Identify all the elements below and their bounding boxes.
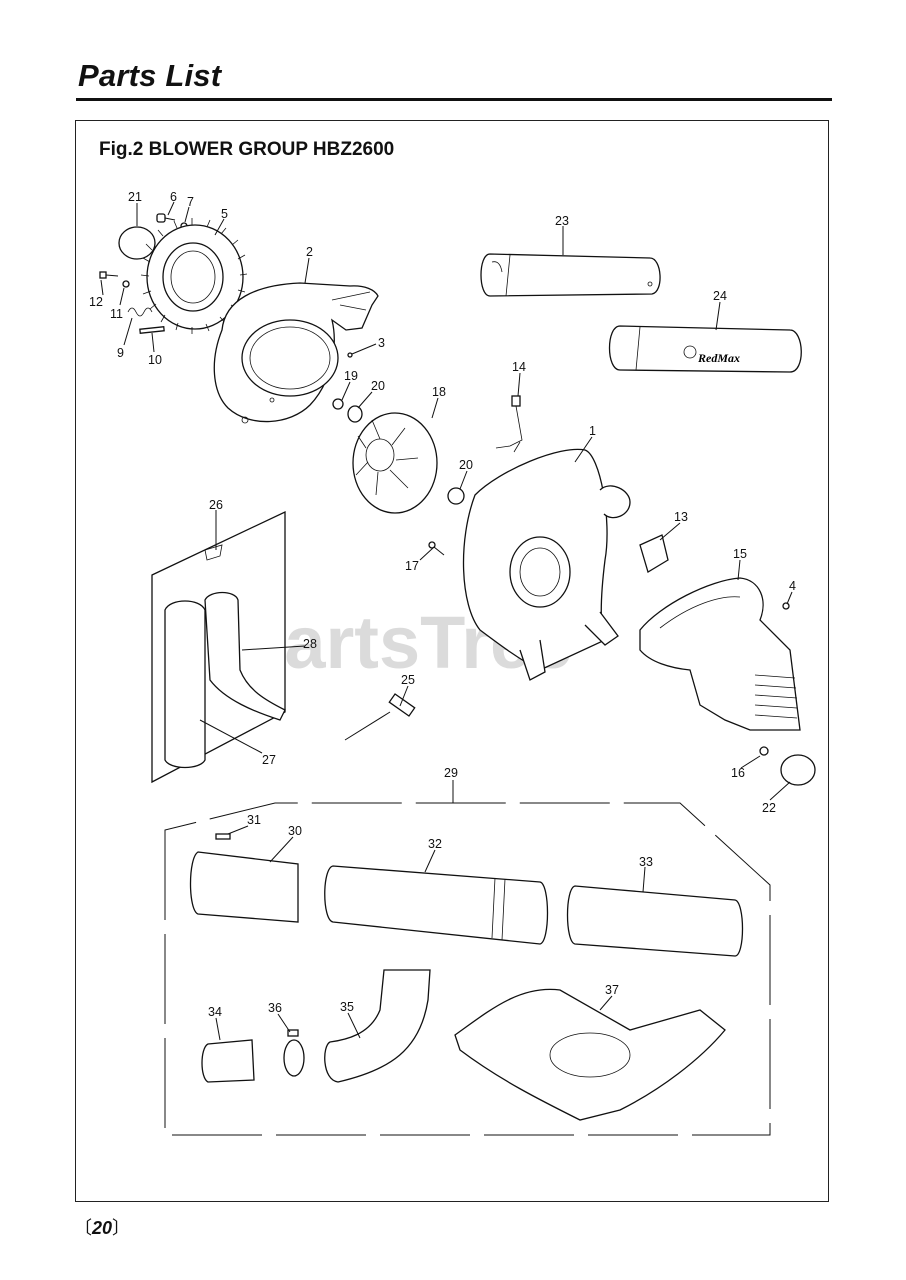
- part-4-screw: [782, 602, 790, 610]
- callout-26: 26: [209, 498, 223, 512]
- part-36-clamp: [283, 1029, 305, 1077]
- callout-18: 18: [432, 385, 446, 399]
- page-title: Parts List: [78, 58, 222, 93]
- callout-30: 30: [288, 824, 302, 838]
- callout-13: 13: [674, 510, 688, 524]
- title-rule: [76, 98, 832, 101]
- part-3-screw: [347, 352, 353, 358]
- part-20-washer-a: [347, 405, 363, 423]
- callout-23: 23: [555, 214, 569, 228]
- callout-29: 29: [444, 766, 458, 780]
- part-27-tube: [164, 600, 206, 769]
- callout-35: 35: [340, 1000, 354, 1014]
- callout-10: 10: [148, 353, 162, 367]
- callout-19: 19: [344, 369, 358, 383]
- part-1-main-housing: [462, 448, 631, 681]
- part-12-bolt: [99, 271, 119, 279]
- callout-14: 14: [512, 360, 526, 374]
- part-29-kit-outline: [164, 802, 771, 1136]
- callout-25: 25: [401, 673, 415, 687]
- callout-3: 3: [378, 336, 385, 350]
- part-15-handle-cover: [639, 577, 801, 731]
- callout-36: 36: [268, 1001, 282, 1015]
- part-22-label: [780, 754, 816, 786]
- callout-22: 22: [762, 801, 776, 815]
- part-35-elbow: [324, 969, 431, 1083]
- callout-16: 16: [731, 766, 745, 780]
- part-28-elbow: [204, 591, 286, 721]
- redmax-logo: RedMax: [697, 351, 740, 365]
- callout-17: 17: [405, 559, 419, 573]
- part-19-nut: [332, 398, 344, 410]
- callout-20a: 20: [371, 379, 385, 393]
- part-24-nozzle: RedMax: [608, 325, 802, 373]
- callout-9: 9: [117, 346, 124, 360]
- part-14-wire: [495, 395, 523, 453]
- part-31-screw: [215, 833, 231, 840]
- part-34-coupler: [201, 1039, 255, 1083]
- callout-4: 4: [789, 579, 796, 593]
- page-number-open: 〔: [74, 1218, 92, 1238]
- callout-7: 7: [187, 195, 194, 209]
- part-10-pin: [139, 326, 165, 334]
- part-6-screw: [156, 213, 176, 223]
- part-32-tube: [324, 865, 549, 945]
- callout-21: 21: [128, 190, 142, 204]
- callout-32: 32: [428, 837, 442, 851]
- callout-34: 34: [208, 1005, 222, 1019]
- callout-6: 6: [170, 190, 177, 204]
- part-33-tube: [566, 885, 744, 957]
- callout-37: 37: [605, 983, 619, 997]
- page-number-close: 〕: [112, 1218, 131, 1238]
- leader-lines: [100, 201, 793, 1041]
- callout-5: 5: [221, 207, 228, 221]
- part-18-impeller: [352, 412, 438, 514]
- part-30-adapter: [189, 851, 299, 923]
- callout-28: 28: [303, 637, 317, 651]
- part-13-clip: [639, 534, 669, 573]
- part-25-wrench: [344, 693, 416, 741]
- callout-27: 27: [262, 753, 276, 767]
- callout-15: 15: [733, 547, 747, 561]
- part-23-pipe: [480, 253, 661, 297]
- callout-33: 33: [639, 855, 653, 869]
- callout-12: 12: [89, 295, 103, 309]
- callout-31: 31: [247, 813, 261, 827]
- page-number-value: 20: [92, 1218, 113, 1238]
- part-2-fan-housing: [213, 282, 379, 424]
- part-11-washer: [122, 280, 130, 288]
- callout-labels: 21 6 7 5 2 23 24 12 11 9 10 3 19 20 18 1…: [89, 190, 796, 1019]
- part-5-starter-housing: [140, 218, 248, 334]
- callout-11: 11: [110, 307, 123, 321]
- part-16-screw: [759, 746, 769, 756]
- figure-title: Fig.2 BLOWER GROUP HBZ2600: [99, 139, 395, 160]
- callout-24: 24: [713, 289, 727, 303]
- part-9-spring: [127, 307, 153, 317]
- part-37-bag: [454, 988, 726, 1121]
- page-number: 〔20〕: [74, 1214, 130, 1240]
- figure-frame: [75, 120, 829, 1202]
- callout-20b: 20: [459, 458, 473, 472]
- callout-1: 1: [589, 424, 596, 438]
- part-20-washer-b: [447, 487, 465, 505]
- part-21-cap: [118, 226, 156, 260]
- callout-2: 2: [306, 245, 313, 259]
- part-17-bolt: [428, 541, 445, 556]
